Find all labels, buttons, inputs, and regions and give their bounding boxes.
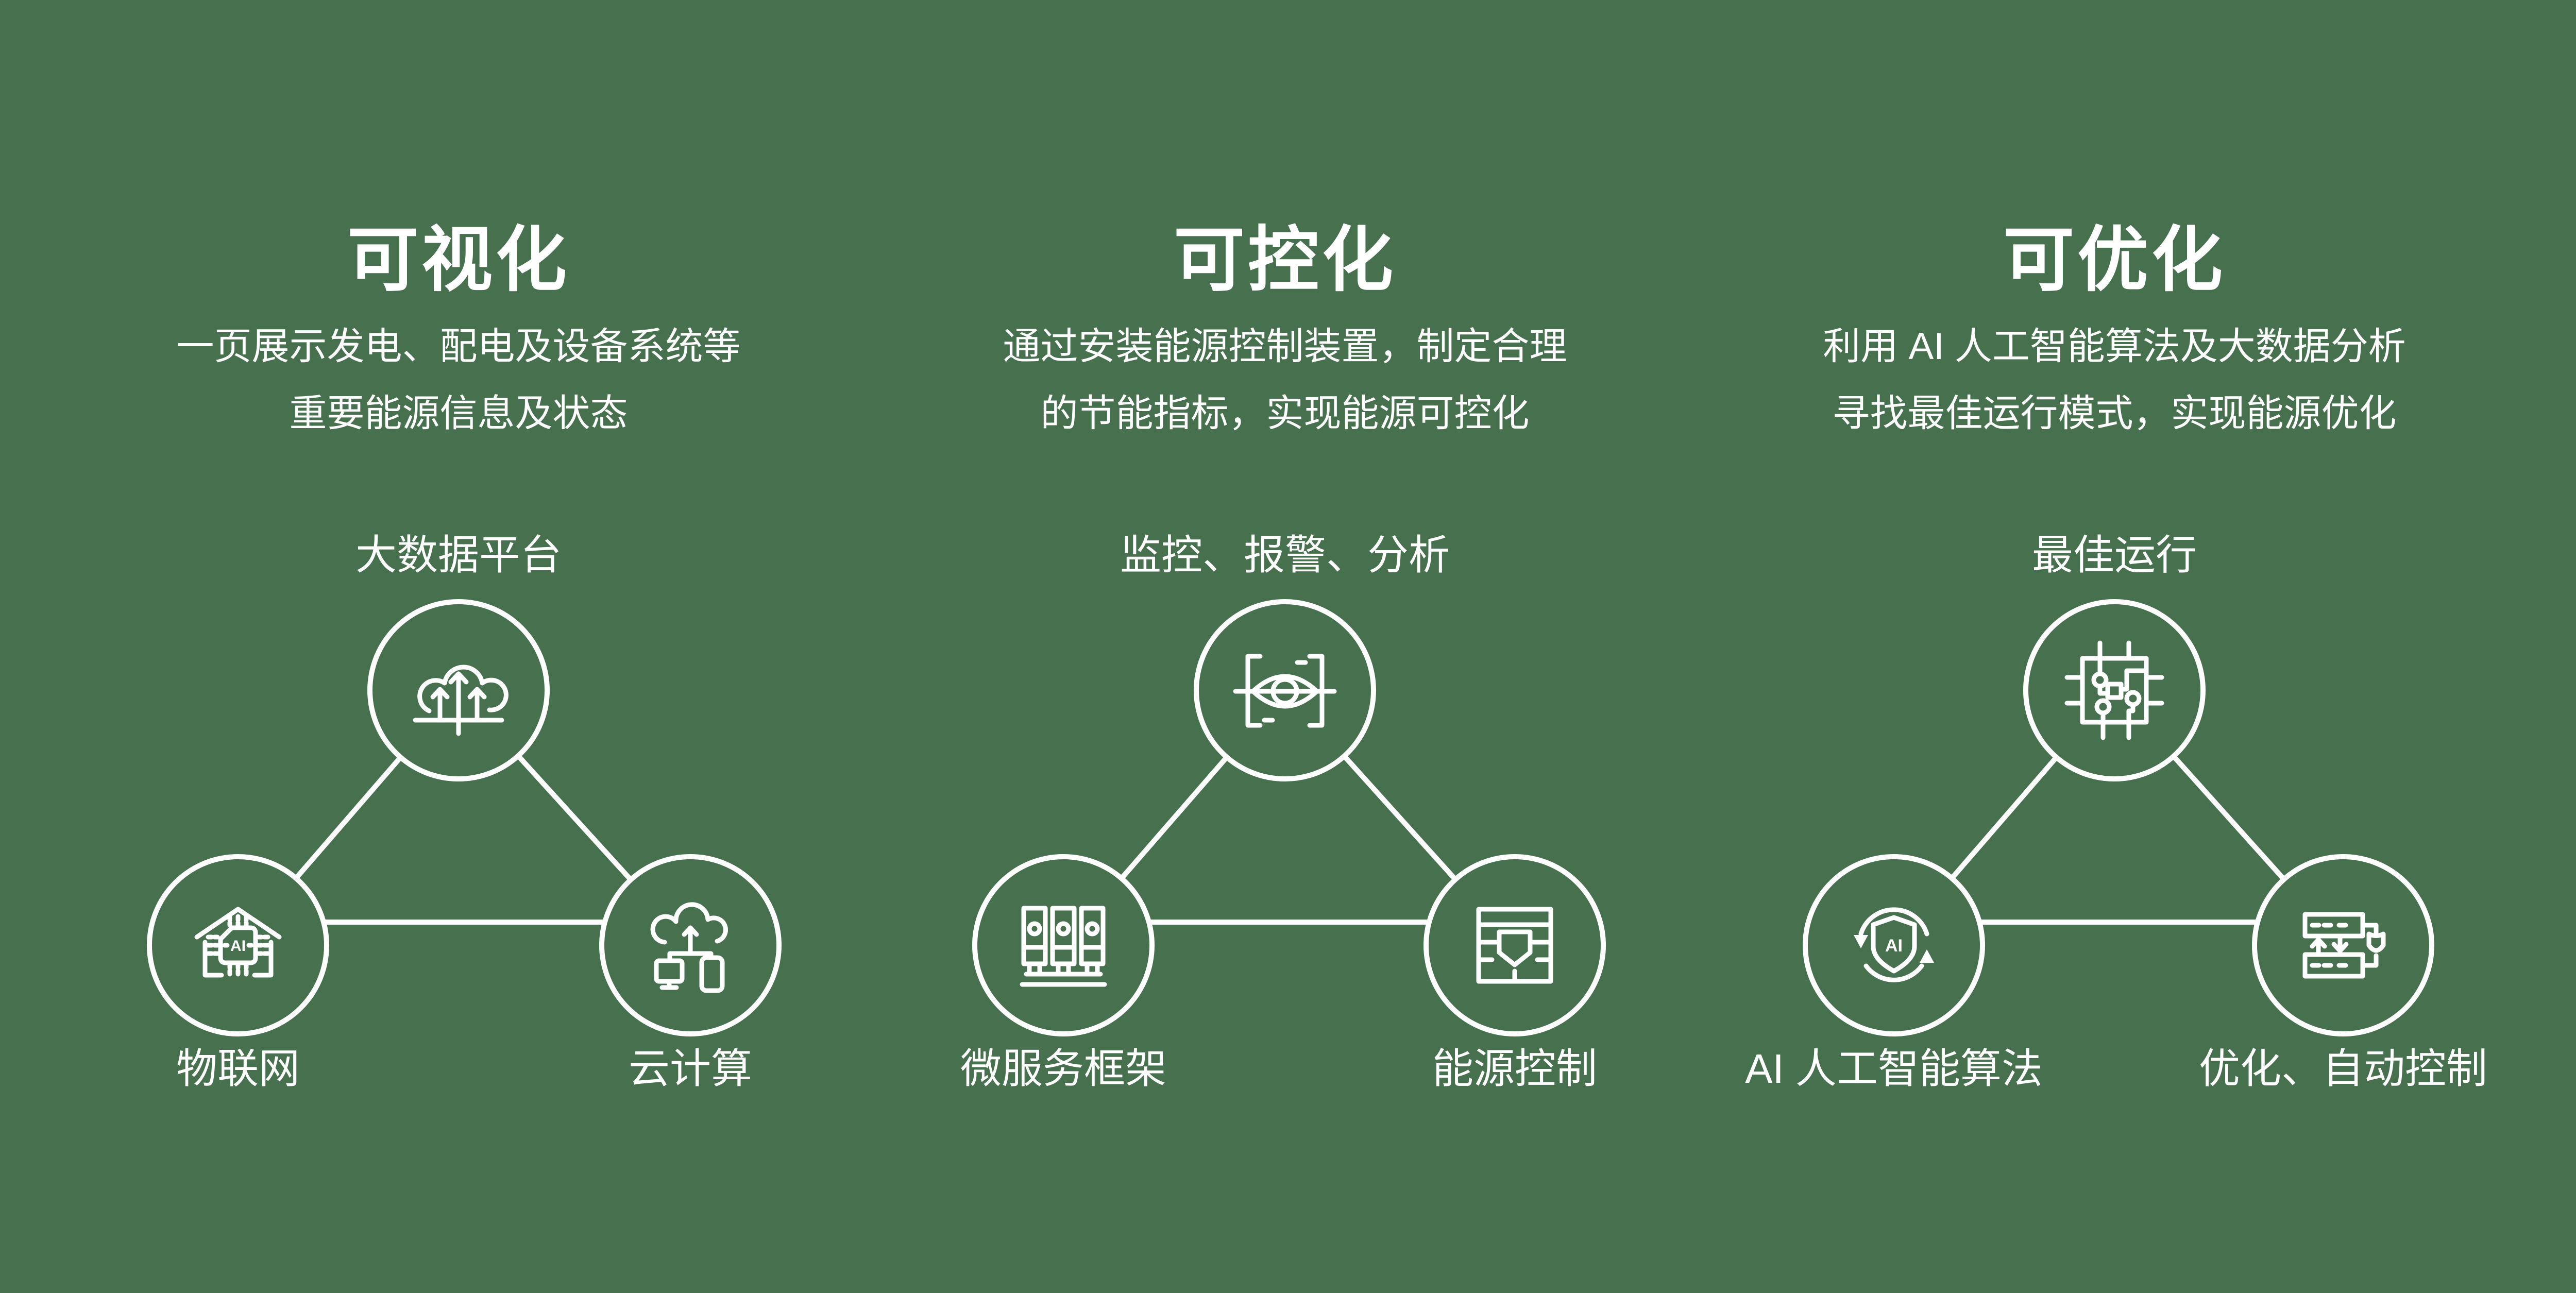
node-label-ai-algorithm: AI 人工智能算法	[1745, 1046, 2043, 1092]
triangle-visualization	[147, 599, 782, 1036]
column-title-control: 可控化	[1173, 220, 1397, 300]
column-description-visualization: 一页展示发电、配电及设备系统等 重要能源信息及状态	[177, 313, 741, 447]
node-label-best-operation: 最佳运行	[2032, 532, 2197, 578]
node-label-optimize-auto-control: 优化、自动控制	[2199, 1046, 2487, 1092]
node-label-cloud-computing: 云计算	[629, 1046, 752, 1092]
node-label-energy-control: 能源控制	[1432, 1046, 1597, 1092]
auto-control-flow-icon	[2305, 914, 2383, 976]
column-title-visualization: 可视化	[347, 220, 570, 300]
column-description-control: 通过安装能源控制装置，制定合理 的节能指标，实现能源可控化	[1003, 313, 1567, 447]
node-label-microservice-framework: 微服务框架	[960, 1046, 1166, 1092]
node-label-monitor-alarm-analysis: 监控、报警、分析	[1120, 532, 1450, 578]
triangle-control	[972, 599, 1606, 1036]
column-description-optimization: 利用 AI 人工智能算法及大数据分析 寻找最佳运行模式，实现能源优化	[1823, 313, 2406, 447]
column-title-optimization: 可优化	[2003, 220, 2226, 300]
triangle-optimization	[1803, 599, 2434, 1036]
description-line: 的节能指标，实现能源可控化	[1040, 393, 1530, 434]
node-circle	[1423, 854, 1606, 1036]
node-circle	[2023, 599, 2206, 781]
description-line: 通过安装能源控制装置，制定合理	[1003, 326, 1567, 367]
description-line: 一页展示发电、配电及设备系统等	[176, 326, 741, 367]
description-line: 重要能源信息及状态	[289, 393, 628, 434]
node-label-big-data-platform: 大数据平台	[355, 532, 562, 578]
description-line: 寻找最佳运行模式，实现能源优化	[1832, 393, 2397, 434]
description-line: 利用 AI 人工智能算法及大数据分析	[1823, 326, 2406, 367]
node-label-iot: 物联网	[176, 1046, 300, 1092]
